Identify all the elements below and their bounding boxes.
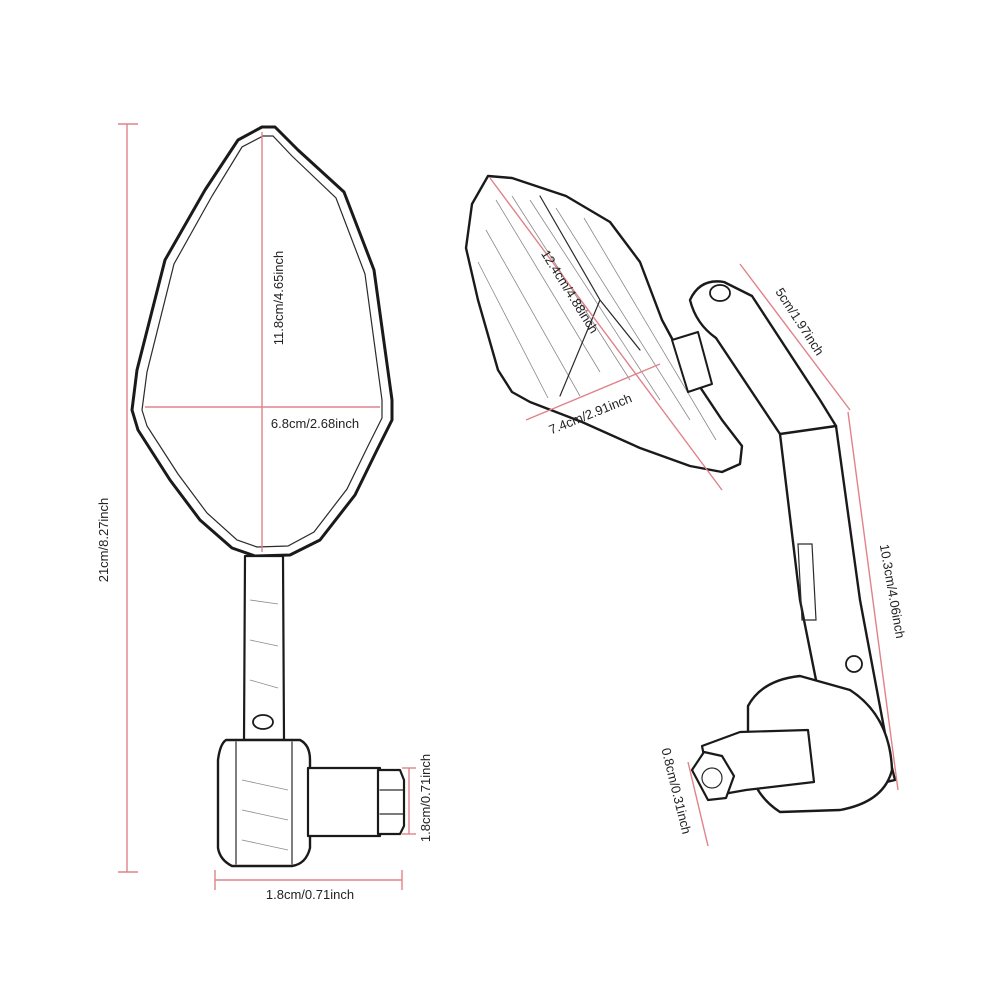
side-mirror-head: [464, 174, 744, 474]
front-view-dimensions: [118, 123, 416, 890]
bar-end-nut: [376, 768, 406, 836]
clamp-width-label: 1.8cm/0.71inch: [266, 887, 354, 902]
side-view-dimensions: [489, 177, 899, 847]
mirror-length-line: [489, 177, 723, 491]
lower-arm-label: 10.3cm/4.06inch: [877, 543, 908, 640]
side-mirror-mount: [671, 331, 713, 393]
nut-facets: [379, 789, 404, 815]
upper-arm-screw: [709, 284, 731, 302]
clamp-shading: [241, 779, 289, 851]
bolt-label: 0.8cm/0.31inch: [658, 746, 694, 835]
upper-arm-line: [739, 263, 851, 411]
total-length-label: 21cm/8.27inch: [96, 498, 111, 583]
side-view-mirror: [464, 174, 897, 814]
side-mirror-width-line: [525, 363, 661, 421]
stem-screw: [252, 714, 274, 730]
side-bolt-center: [701, 767, 723, 789]
front-view-labels: 21cm/8.27inch 11.8cm/4.65inch 6.8cm/2.68…: [96, 251, 433, 902]
lower-arm-slot: [797, 543, 817, 621]
bolt-line: [687, 761, 709, 847]
mirror-width-label: 6.8cm/2.68inch: [271, 416, 359, 431]
bar-end-cylinder: [306, 766, 382, 838]
mirror-stem: [242, 554, 286, 742]
lower-arm: [778, 424, 897, 792]
mirror-height-label: 11.8cm/4.65inch: [271, 251, 286, 345]
clamp-body: [216, 738, 312, 868]
mirror-inner-rim: [141, 135, 383, 548]
lower-arm-hole: [845, 655, 863, 673]
end-diameter-label: 1.8cm/0.71inch: [418, 754, 433, 842]
clamp-edges: [235, 741, 293, 865]
lower-arm-line: [847, 411, 899, 791]
stem-shading: [249, 599, 279, 727]
side-bolt-head: [690, 750, 736, 802]
front-view-mirror: [130, 125, 406, 868]
